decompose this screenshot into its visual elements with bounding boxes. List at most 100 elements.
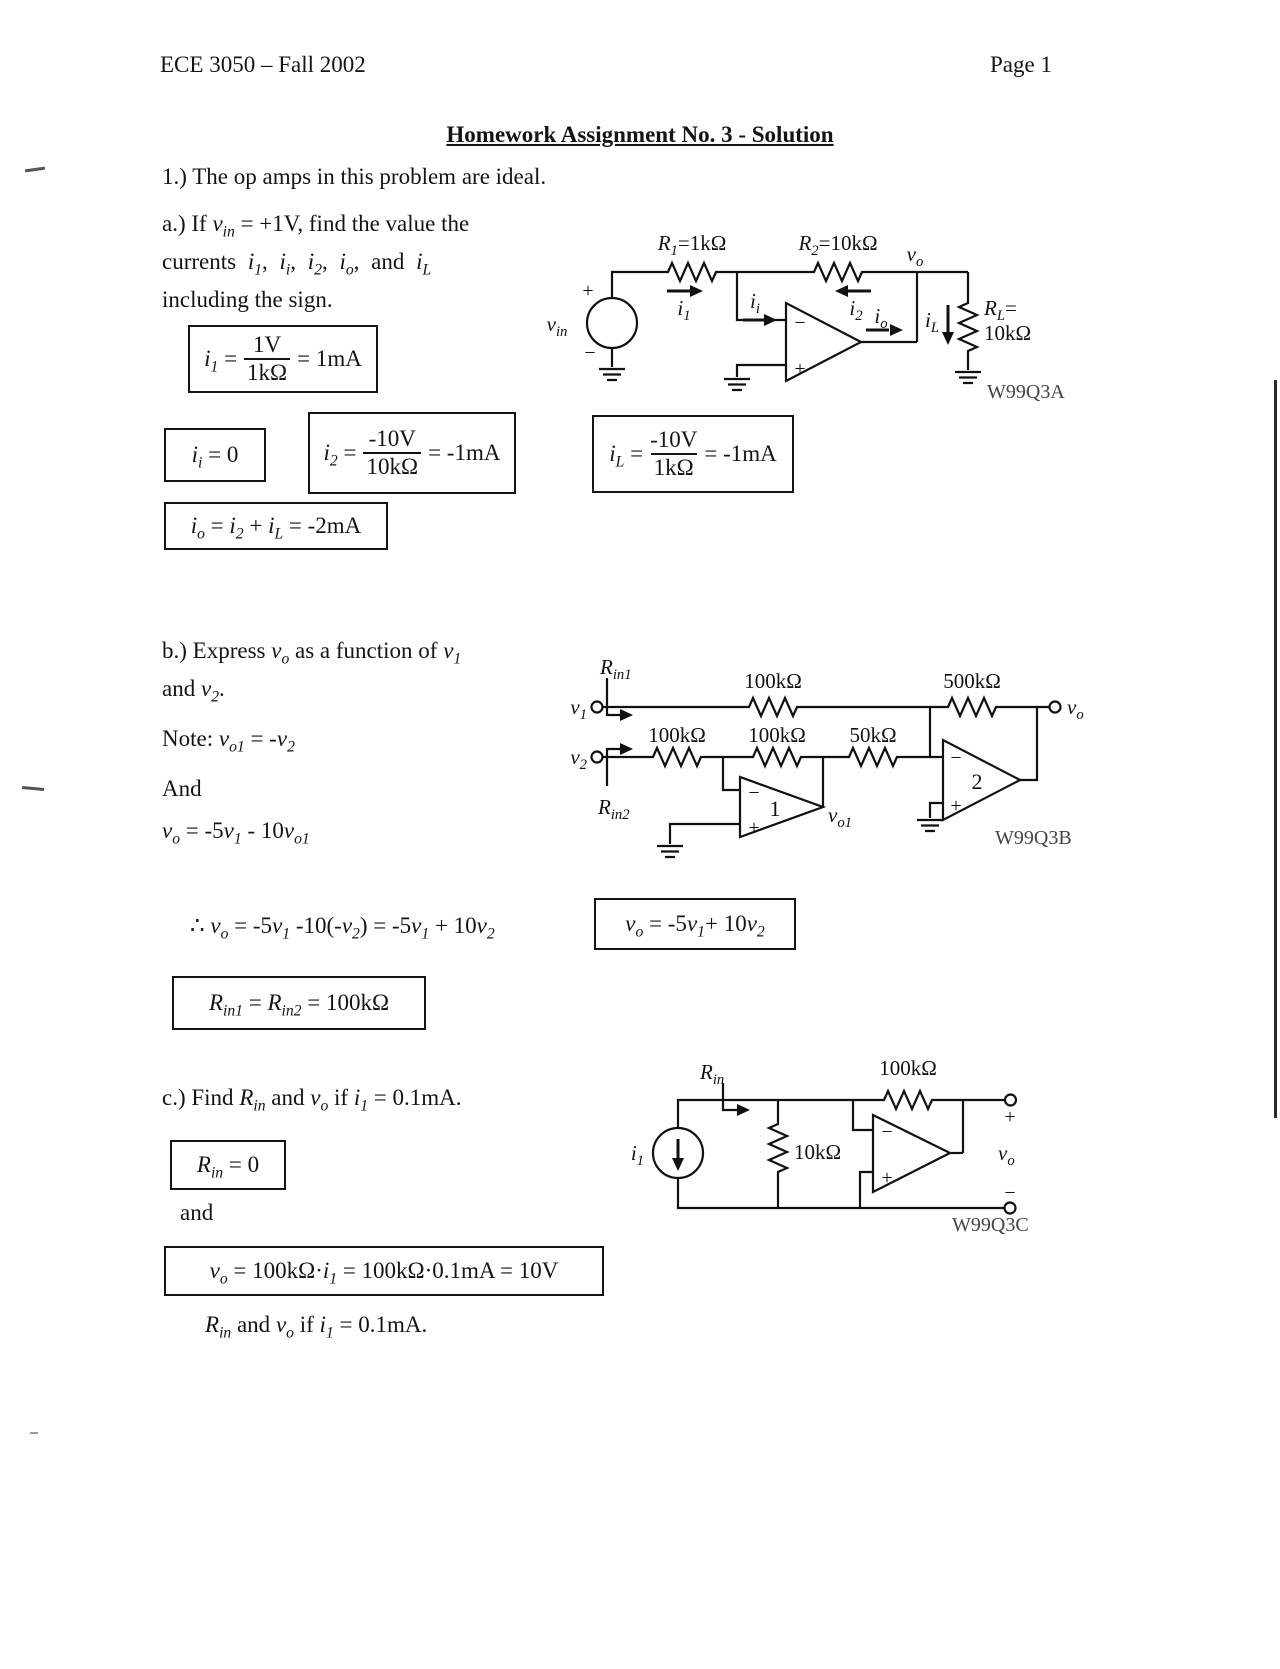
eq-iL-lhs: iL = <box>609 441 644 471</box>
part-c-and: and <box>180 1200 214 1225</box>
label-rl-line2: 10kΩ <box>984 321 1031 345</box>
label-100k: 100kΩ <box>879 1056 937 1080</box>
resistor-100k-top <box>743 695 803 719</box>
arrowhead-rin1 <box>620 709 633 721</box>
resistor-500k <box>942 695 1002 719</box>
terminal-v2 <box>590 750 604 764</box>
label-vo1: vo1 <box>828 803 852 831</box>
label-io: io <box>874 304 887 332</box>
ground-symbol <box>657 844 683 859</box>
opamp-1-minus-input: − <box>748 782 759 804</box>
circuit-a-wires <box>585 260 981 392</box>
opamp-a-minus-input: − <box>794 312 805 334</box>
label-500k: 500kΩ <box>943 669 1001 693</box>
circuit-c-wires <box>651 1083 1018 1215</box>
circuit-a-inverting-amplifier: vin + − R1=1kΩ R2=10kΩ i1 ii i2 io iL vo… <box>547 231 1066 403</box>
label-vo: vo <box>1067 695 1084 723</box>
eq-i2-numerator: -10V <box>368 426 416 452</box>
opamp-2-minus-input: − <box>950 747 961 769</box>
eq-box-iL: iL = -10V 1kΩ = -1mA <box>592 415 794 493</box>
eq-vo-c-text: vo = 100kΩ·i1 = 100kΩ·0.1mA = 10V <box>209 1258 559 1288</box>
scan-artifact <box>21 786 45 791</box>
opamp-c-triangle <box>871 1113 953 1194</box>
resistor-10k <box>766 1118 790 1178</box>
circuit-a-current-arrows <box>667 289 950 333</box>
label-100k-top: 100kΩ <box>744 669 802 693</box>
resistor-50k <box>843 745 903 769</box>
opamp-c-minus-input: − <box>881 1121 892 1143</box>
figure-tag-c: W99Q3C <box>952 1214 1029 1236</box>
source-minus-sign: − <box>584 342 595 364</box>
part-a-line1: a.) If vin = +1V, find the value the <box>162 211 470 241</box>
resistor-100k-a <box>647 745 707 769</box>
label-vo: vo <box>998 1141 1015 1169</box>
part-c-closing: Rin and vo if i1 = 0.1mA. <box>205 1312 428 1342</box>
terminal-vo-plus <box>1003 1093 1018 1107</box>
eq-rin0-text: Rin = 0 <box>196 1152 260 1182</box>
terminal-v1 <box>590 700 604 714</box>
part-c-line1: c.) Find Rin and vo if i1 = 0.1mA. <box>162 1085 462 1115</box>
arrowhead-i1 <box>690 285 703 297</box>
label-iL: iL <box>925 308 939 336</box>
part-a-line3: including the sign. <box>162 287 333 312</box>
part-b-line1: b.) Express vo as a function of v1 <box>162 638 462 668</box>
resistor-rl <box>956 297 980 357</box>
eq-ii-text: ii = 0 <box>191 442 239 472</box>
label-i1: i1 <box>631 1141 644 1169</box>
label-v2: v2 <box>570 745 587 773</box>
label-rin1: Rin1 <box>599 655 632 683</box>
eq-box-rin0: Rin = 0 <box>170 1140 286 1190</box>
label-vo: vo <box>907 242 924 270</box>
eq-i2-rhs: = -1mA <box>428 440 501 465</box>
eq-iL-denominator: 1kΩ <box>650 453 697 481</box>
eq-i1-denominator: 1kΩ <box>244 358 291 386</box>
opamp-c-plus-input: + <box>881 1167 892 1189</box>
opamp-2-triangle <box>941 738 1023 822</box>
label-100k-b: 100kΩ <box>748 723 806 747</box>
terminal-vo-minus <box>1003 1201 1017 1215</box>
circuit-b-difference-amplifier: Rin1 v1 100kΩ 500kΩ vo v2 Rin2 100kΩ 100… <box>570 655 1084 859</box>
ground-symbol <box>917 818 943 833</box>
scan-artifact <box>30 1432 38 1434</box>
label-v1: v1 <box>570 695 587 723</box>
output-plus-sign: + <box>1004 1106 1015 1128</box>
eq-i2-lhs: i2 = <box>323 440 357 470</box>
eq-io-text: io = i2 + iL = -2mA <box>190 513 362 543</box>
eq-i1-lhs: i1 = <box>204 346 238 376</box>
part-b-and: And <box>162 776 202 801</box>
ground-symbol <box>724 377 750 392</box>
eq-iL-fraction: -10V 1kΩ <box>650 427 697 481</box>
eq-i1-rhs: = 1mA <box>297 346 362 371</box>
label-10k: 10kΩ <box>794 1140 841 1164</box>
opamp-2-number: 2 <box>972 769 983 794</box>
course-header: ECE 3050 – Fall 2002 <box>160 52 366 77</box>
opamp-a-triangle <box>784 301 864 383</box>
page-title: Homework Assignment No. 3 - Solution <box>446 122 834 147</box>
part-b-vo-eq: vo = -5v1 - 10vo1 <box>162 818 310 848</box>
scan-artifact <box>24 166 46 173</box>
eq-vo-b-text: vo = -5v1+ 10v2 <box>625 911 765 941</box>
eq-box-vo-c: vo = 100kΩ·i1 = 100kΩ·0.1mA = 10V <box>164 1246 604 1296</box>
ground-symbol <box>599 367 625 382</box>
resistor-100k-b <box>747 745 807 769</box>
part-b-note: Note: vo1 = -v2 <box>162 726 295 756</box>
eq-iL-numerator: -10V <box>650 427 698 453</box>
arrowhead-ii <box>764 314 777 326</box>
arrowhead-rin <box>737 1104 750 1116</box>
part-b-therefore: ∴ vo = -5v1 -10(-v2) = -5v1 + 10v2 <box>190 913 495 943</box>
label-i2: i2 <box>849 296 863 324</box>
terminal-vo <box>1048 700 1062 714</box>
circuit-b-arrowheads <box>620 709 633 755</box>
eq-i1-numerator: 1V <box>253 332 282 358</box>
arrowhead-current-source <box>672 1158 684 1171</box>
source-plus-sign: + <box>582 280 593 302</box>
label-50k: 50kΩ <box>849 723 896 747</box>
part-a-line2: currents i1, ii, i2, io, and iL <box>162 249 432 279</box>
output-minus-sign: − <box>1004 1182 1015 1204</box>
voltage-source-symbol <box>585 296 639 350</box>
eq-box-ii: ii = 0 <box>164 428 266 482</box>
label-i1: i1 <box>677 296 690 324</box>
resistor-100k-feedback <box>878 1088 938 1112</box>
scan-artifact-edge-line <box>1274 380 1277 1118</box>
